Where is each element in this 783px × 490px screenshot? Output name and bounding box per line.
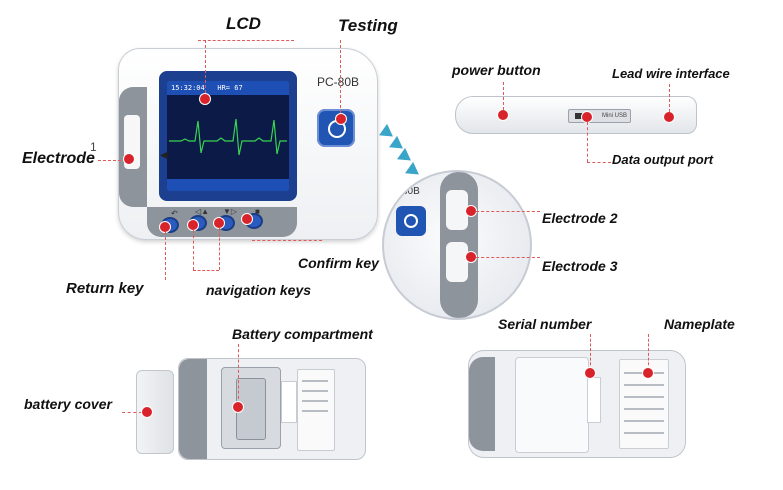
side-arrow-icon: ◀ — [160, 150, 168, 161]
back-right-battery-cover — [515, 357, 589, 453]
electrode-label: Electrode — [22, 150, 95, 167]
electrode-3-leader — [476, 257, 540, 258]
battery-cover-label: battery cover — [24, 396, 112, 412]
electrode-3-label: Electrode 3 — [542, 258, 618, 274]
power-button-label: power button — [452, 62, 541, 78]
electrode-2-marker — [466, 206, 476, 216]
down-right-arrows-icon: ▼▷ — [223, 207, 238, 216]
lcd-leader-h — [198, 40, 294, 41]
power-button-marker — [498, 110, 508, 120]
electrode-2-pad — [446, 190, 468, 230]
device-side-grip — [119, 87, 147, 207]
battery-compartment-part — [221, 367, 281, 449]
nameplate-line — [302, 390, 328, 392]
confirm-key-label: Confirm key — [298, 255, 379, 271]
return-key-leader — [165, 232, 166, 280]
navigation-keys-label: navigation keys — [206, 282, 312, 298]
lead-wire-interface-label: Lead wire interface — [612, 66, 730, 81]
lcd-heart-rate: HR= 67 — [217, 84, 243, 92]
nav-key-left-marker — [188, 220, 198, 230]
nameplate-leader — [648, 334, 649, 370]
back-left-serial-sticker — [281, 381, 297, 423]
monitor-side-view: Mini USB — [455, 96, 697, 134]
zoom-testing-button — [396, 206, 426, 236]
data-port-marker — [582, 112, 592, 122]
model-label: PC-80B — [317, 75, 360, 89]
testing-button[interactable] — [317, 109, 355, 147]
lcd-leader-v — [205, 40, 206, 98]
usb-icon — [575, 113, 585, 119]
ecg-waveform — [169, 118, 287, 156]
nameplate-marker — [643, 368, 653, 378]
data-output-port-label: Data output port — [612, 152, 714, 167]
nameplate-line — [302, 410, 328, 412]
nav-keys-leader-b — [219, 228, 220, 270]
electrode-leader — [98, 160, 126, 161]
lcd-label: LCD — [226, 14, 261, 33]
battery-cover-leader — [122, 412, 142, 413]
nav-keys-leader-a — [193, 230, 194, 270]
mini-usb-text: Mini USB — [601, 113, 627, 119]
back-left-nameplate — [297, 369, 335, 451]
data-port-leader-h — [587, 162, 611, 163]
zoom-model-text: 80B — [402, 186, 420, 197]
electrode-2-label: Electrode 2 — [542, 210, 618, 226]
ecg-trace — [169, 118, 287, 156]
zoom-detail-view: 80B — [382, 170, 532, 320]
testing-leader-v — [340, 40, 341, 118]
testing-label: Testing — [338, 16, 398, 35]
data-port-leader-v — [587, 122, 588, 162]
power-button-leader — [503, 82, 504, 110]
confirm-key-leader — [252, 240, 322, 241]
nav-key-right-marker — [214, 218, 224, 228]
nameplate-label: Nameplate — [664, 316, 735, 332]
lead-wire-leader — [669, 84, 670, 112]
electrode-2-leader — [476, 211, 540, 212]
lcd-time: 15:32:04 — [171, 84, 205, 92]
nameplate-line — [624, 408, 664, 410]
monitor-front-view: 15:32:04 HR= 67 PC-80B ↶ ◁▲ ▼▷ ■ — [118, 48, 378, 240]
mini-usb-port: Mini USB — [568, 109, 631, 123]
back-right-grip — [469, 357, 495, 451]
confirm-symbol-icon: ■ — [255, 207, 260, 216]
nameplate-line — [624, 396, 664, 398]
electrode-3-pad — [446, 242, 468, 282]
battery-compartment-label: Battery compartment — [232, 326, 373, 342]
lcd-status-bar: 15:32:04 HR= 67 — [167, 81, 289, 95]
serial-number-leader — [590, 334, 591, 370]
serial-number-marker — [585, 368, 595, 378]
back-left-grip — [179, 359, 207, 459]
left-right-arrows-icon: ◁▲ — [195, 207, 210, 216]
electrode-3-marker — [466, 252, 476, 262]
nameplate-line — [624, 420, 664, 422]
nameplate-line — [624, 384, 664, 386]
return-key-marker — [160, 222, 170, 232]
nameplate-line — [624, 432, 664, 434]
electrode-marker — [124, 154, 134, 164]
serial-number-sticker — [587, 377, 601, 423]
battery-compartment-leader — [238, 344, 239, 404]
battery-cover-marker — [142, 407, 152, 417]
nav-keys-leader-h — [193, 270, 219, 271]
confirm-key-marker — [242, 214, 252, 224]
nameplate-line — [302, 380, 328, 382]
lead-wire-marker — [664, 112, 674, 122]
lcd-bezel: 15:32:04 HR= 67 — [159, 71, 297, 201]
nameplate-line — [302, 400, 328, 402]
return-symbol-icon: ↶ — [171, 209, 178, 218]
testing-marker — [336, 114, 346, 124]
monitor-back-view-open — [178, 358, 366, 460]
lcd-screen: 15:32:04 HR= 67 — [167, 81, 289, 191]
lcd-marker — [200, 94, 210, 104]
battery-compartment-marker — [233, 402, 243, 412]
return-key-label: Return key — [66, 280, 144, 297]
lcd-bottom-bar — [167, 179, 289, 191]
serial-number-label: Serial number — [498, 316, 592, 332]
electrode-index: 1 — [90, 140, 97, 154]
monitor-back-view-closed — [468, 350, 686, 458]
